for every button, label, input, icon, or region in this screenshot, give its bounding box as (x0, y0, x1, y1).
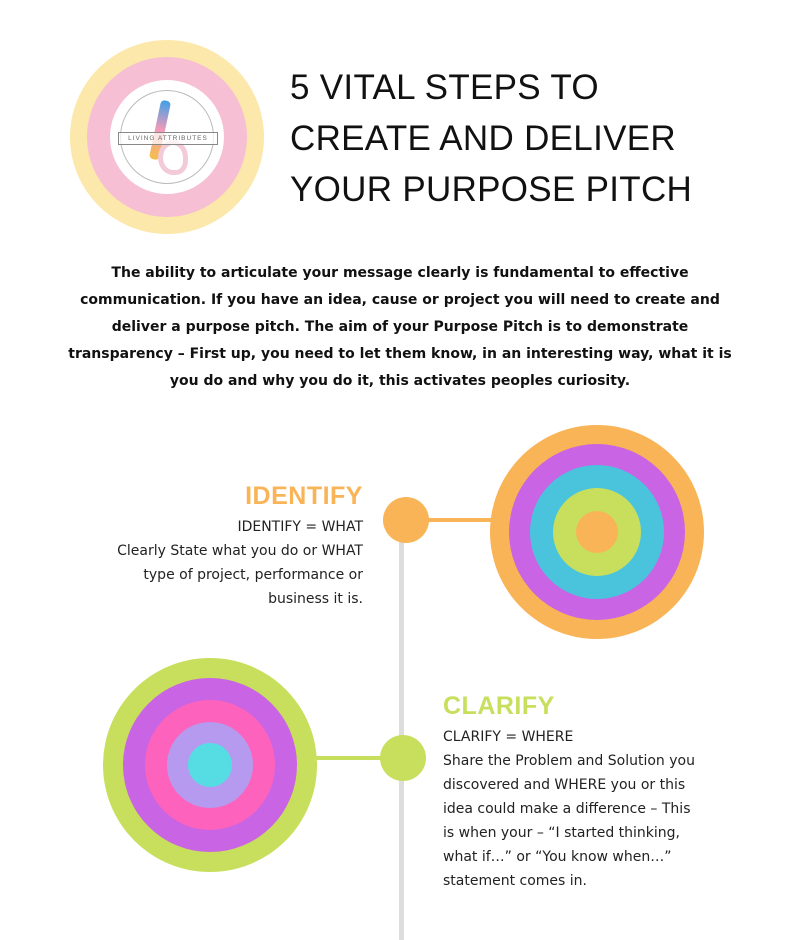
identify-dot (383, 497, 429, 543)
step-heading: CLARIFY (443, 692, 555, 720)
step-line: Share the Problem and Solution you (443, 753, 695, 769)
step-subtitle: IDENTIFY = WHAT (237, 519, 363, 535)
intro-line: The ability to articulate your message c… (111, 265, 689, 281)
clarify-dot (380, 735, 426, 781)
page-title: 5 VITAL STEPS TO CREATE AND DELIVER YOUR… (290, 62, 692, 215)
step-subtitle: CLARIFY = WHERE (443, 729, 574, 745)
logo-text: LIVING ATTRIBUTES (118, 132, 218, 145)
logo-letter-a (158, 140, 188, 175)
step-line: is when your – “I started thinking, (443, 825, 680, 841)
intro-line: deliver a purpose pitch. The aim of your… (111, 319, 689, 335)
clarify-connector (315, 756, 405, 760)
intro-line: communication. If you have an idea, caus… (80, 292, 720, 308)
intro-line: you do and why you do it, this activates… (169, 373, 631, 389)
step-line: statement comes in. (443, 873, 587, 889)
step-clarify: CLARIFY CLARIFY = WHERE Share the Proble… (443, 692, 695, 893)
step-line: business it is. (268, 591, 363, 607)
step-heading: IDENTIFY (245, 482, 363, 510)
intro-paragraph: The ability to articulate your message c… (60, 260, 740, 395)
title-line: CREATE AND DELIVER (290, 119, 676, 158)
timeline-line (399, 520, 404, 940)
target-ring (188, 743, 232, 787)
step-identify: IDENTIFY IDENTIFY = WHAT Clearly State w… (117, 482, 363, 611)
title-line: YOUR PURPOSE PITCH (290, 170, 693, 209)
target-ring (576, 511, 618, 553)
step-line: idea could make a difference – This (443, 801, 691, 817)
intro-line: transparency – First up, you need to let… (68, 346, 732, 362)
title-line: 5 VITAL STEPS TO (290, 68, 599, 107)
step-line: Clearly State what you do or WHAT (117, 543, 363, 559)
step-line: what if…” or “You know when…” (443, 849, 672, 865)
identify-connector (407, 518, 492, 522)
step-line: type of project, performance or (143, 567, 363, 583)
step-line: discovered and WHERE you or this (443, 777, 686, 793)
